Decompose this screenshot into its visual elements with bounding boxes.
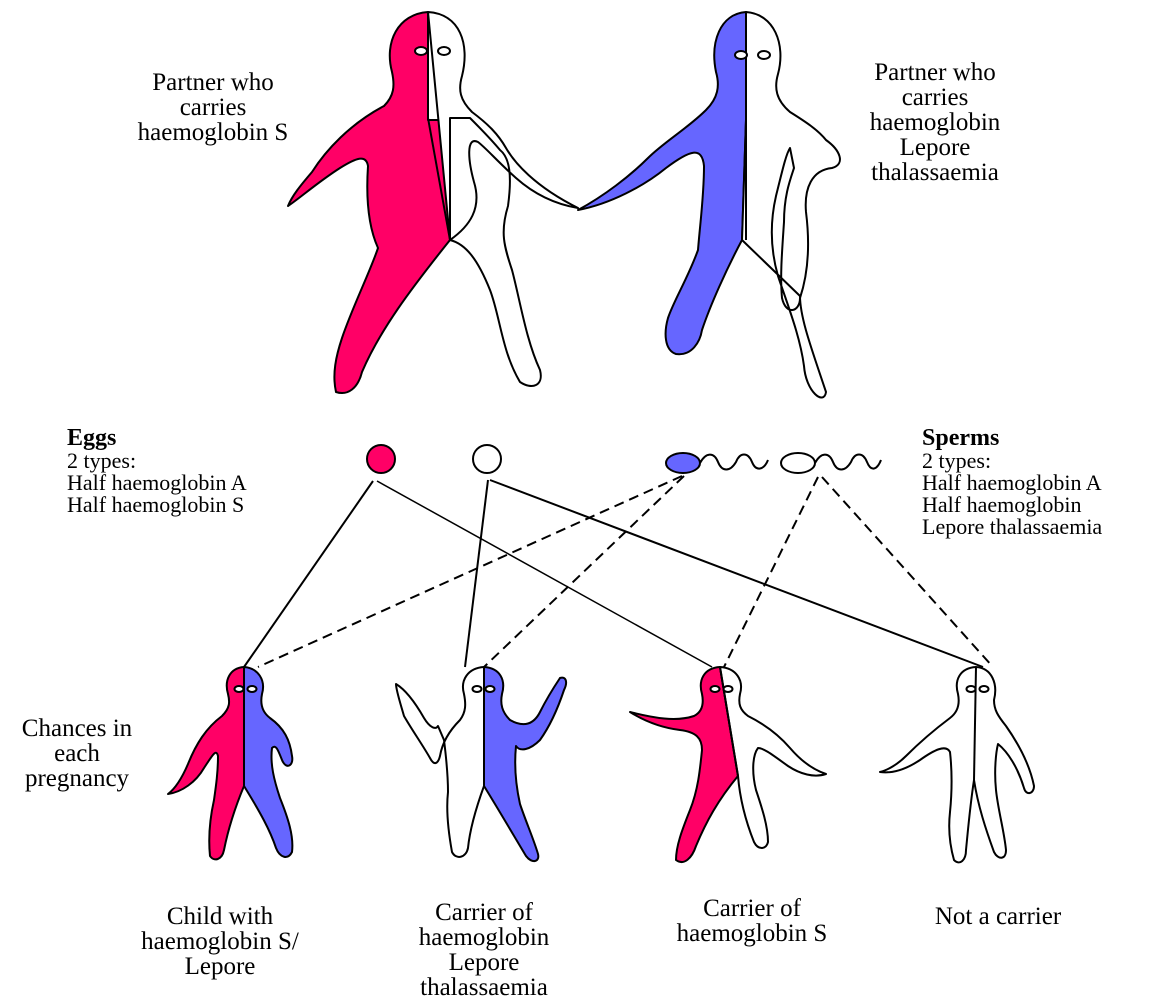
line-egg-s-to-child-1 — [244, 481, 373, 667]
child-1-figure — [168, 667, 292, 859]
eggs-legend: Eggs 2 types: Half haemoglobin A Half ha… — [67, 426, 247, 516]
parent-right-eye-right — [758, 51, 770, 59]
parent-left-eye-left — [415, 47, 427, 55]
line-egg-s-to-child-3 — [377, 481, 712, 667]
eggs-title: Eggs — [67, 426, 247, 450]
child-3-figure — [630, 667, 826, 862]
egg-haemoglobin-s — [367, 445, 395, 473]
line-sperm-normal-to-child-3 — [724, 477, 818, 667]
line-sperm-lepore-to-child-1 — [258, 476, 682, 667]
parent-right-label: Partner who carries haemoglobin Lepore t… — [840, 60, 1030, 185]
sperm-normal — [781, 453, 881, 473]
chances-label: Chances in each pregnancy — [2, 716, 152, 791]
child-3-label: Carrier of haemoglobin S — [662, 896, 842, 946]
line-sperm-lepore-to-child-2 — [484, 476, 684, 667]
inheritance-lines — [244, 476, 993, 667]
parent-left-figure — [288, 12, 578, 393]
child-2-figure — [396, 667, 566, 861]
child-4-label: Not a carrier — [908, 904, 1088, 929]
child-2-left-half — [396, 667, 484, 857]
parent-left-sick-half — [288, 12, 450, 393]
child-1-label: Child with haemoglobin S/ Lepore — [120, 904, 320, 979]
child-2-right-half — [484, 667, 566, 861]
child-2-label: Carrier of haemoglobin Lepore thalassaem… — [394, 900, 574, 1000]
child-4-body — [880, 667, 1034, 862]
sperms-legend: Sperms 2 types: Half haemoglobin A Half … — [922, 426, 1102, 538]
parent-right-lepore-half — [578, 12, 746, 354]
parent-right-figure — [578, 12, 840, 398]
parent-left-normal-half — [428, 12, 578, 386]
child-1-right-half — [244, 667, 292, 857]
egg-haemoglobin-a — [473, 445, 501, 473]
child-3-left-half — [630, 667, 738, 862]
sperms-title: Sperms — [922, 426, 1102, 450]
parent-right-eye-left — [735, 51, 747, 59]
parent-left-eye-right — [438, 47, 450, 55]
line-egg-a-to-child-2 — [465, 480, 488, 667]
parent-left-label: Partner who carries haemoglobin S — [118, 70, 308, 145]
parent-right-normal-half — [742, 12, 840, 398]
child-1-left-half — [168, 667, 244, 859]
child-4-figure — [880, 667, 1034, 862]
sperm-lepore — [666, 453, 768, 473]
